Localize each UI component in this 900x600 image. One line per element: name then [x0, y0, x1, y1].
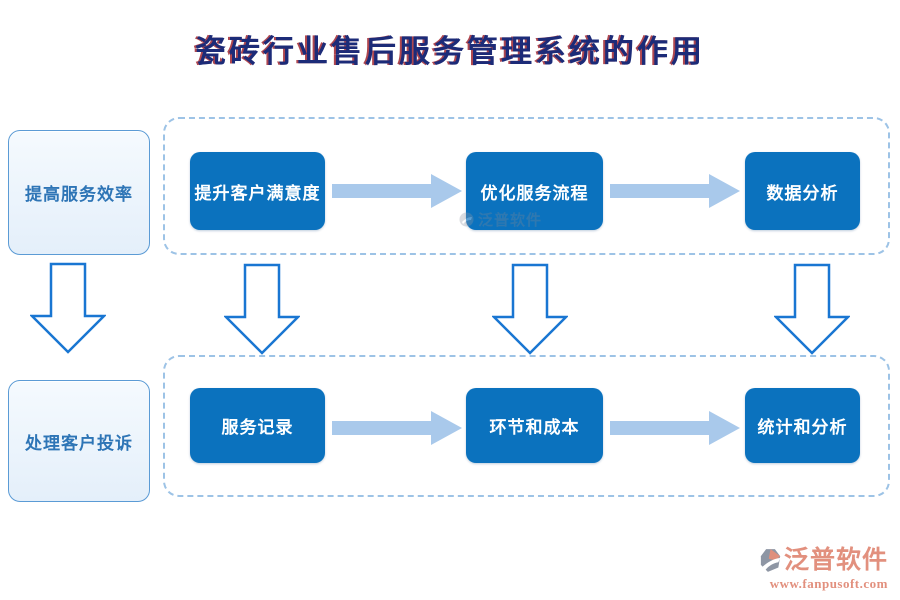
arrow-down-icon: [492, 263, 568, 355]
dashed-container-bottom: [163, 355, 890, 497]
node-service-records: 服务记录: [190, 388, 325, 463]
fanpu-logo-icon: [760, 549, 781, 572]
node-optimize-service-flow: 优化服务流程: [466, 152, 603, 230]
arrow-right-icon: [332, 174, 462, 208]
brand-url: www.fanpusoft.com: [769, 576, 888, 591]
arrow-down-icon: [224, 263, 300, 355]
page-title: 瓷砖行业售后服务管理系统的作用: [195, 34, 705, 69]
side-box-handle-complaints: 处理客户投诉: [8, 380, 150, 502]
arrow-right-icon: [610, 411, 740, 445]
node-label: 服务记录: [221, 418, 294, 437]
node-label: 统计和分析: [757, 418, 848, 437]
node-statistics-analysis: 统计和分析: [745, 388, 860, 463]
node-label: 数据分析: [766, 183, 839, 203]
brand-name: 泛普软件: [783, 547, 888, 574]
brand-block: 泛普软件 www.fanpusoft.com: [738, 547, 888, 592]
side-box-label: 处理客户投诉: [25, 433, 133, 453]
node-label: 环节和成本: [489, 418, 580, 437]
node-data-analysis: 数据分析: [745, 152, 860, 230]
node-customer-satisfaction: 提升客户满意度: [190, 152, 325, 230]
arrow-down-icon: [30, 262, 106, 354]
arrow-right-icon: [610, 174, 740, 208]
node-label: 优化服务流程: [480, 183, 589, 203]
node-label: 提升客户满意度: [194, 183, 321, 203]
side-box-label: 提高服务效率: [25, 185, 133, 204]
arrow-right-icon: [332, 411, 462, 445]
dashed-container-top: [163, 117, 890, 255]
arrow-down-icon: [774, 263, 850, 355]
side-box-improve-efficiency: 提高服务效率: [8, 130, 150, 255]
node-links-and-costs: 环节和成本: [466, 388, 603, 463]
